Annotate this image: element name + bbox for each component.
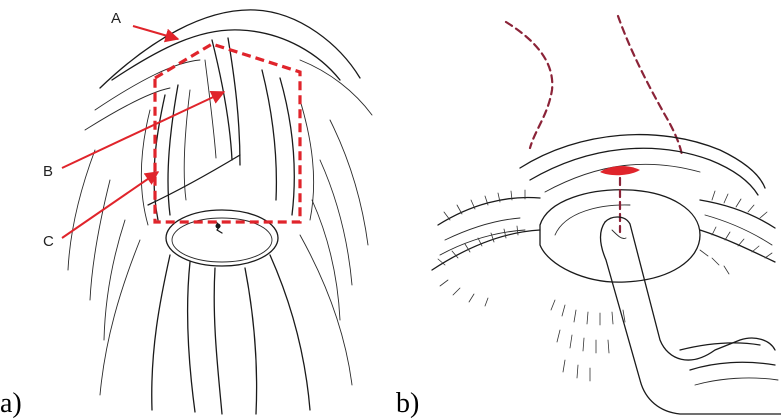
- panel-label-a: a): [0, 388, 22, 419]
- resection-boundary-marking: [153, 42, 302, 224]
- callout-label-c: C: [43, 233, 54, 250]
- callout-arrow-c: [61, 171, 160, 239]
- panel-label-b: b): [396, 388, 419, 419]
- panel-b-illustration: [431, 14, 781, 415]
- incision-mark: [600, 166, 640, 176]
- callout-arrow-a: [132, 25, 180, 43]
- callout-label-b: B: [43, 163, 53, 180]
- callout-label-a: A: [111, 10, 121, 27]
- panel-a-illustration: [67, 9, 373, 415]
- callout-arrow-b: [61, 91, 226, 169]
